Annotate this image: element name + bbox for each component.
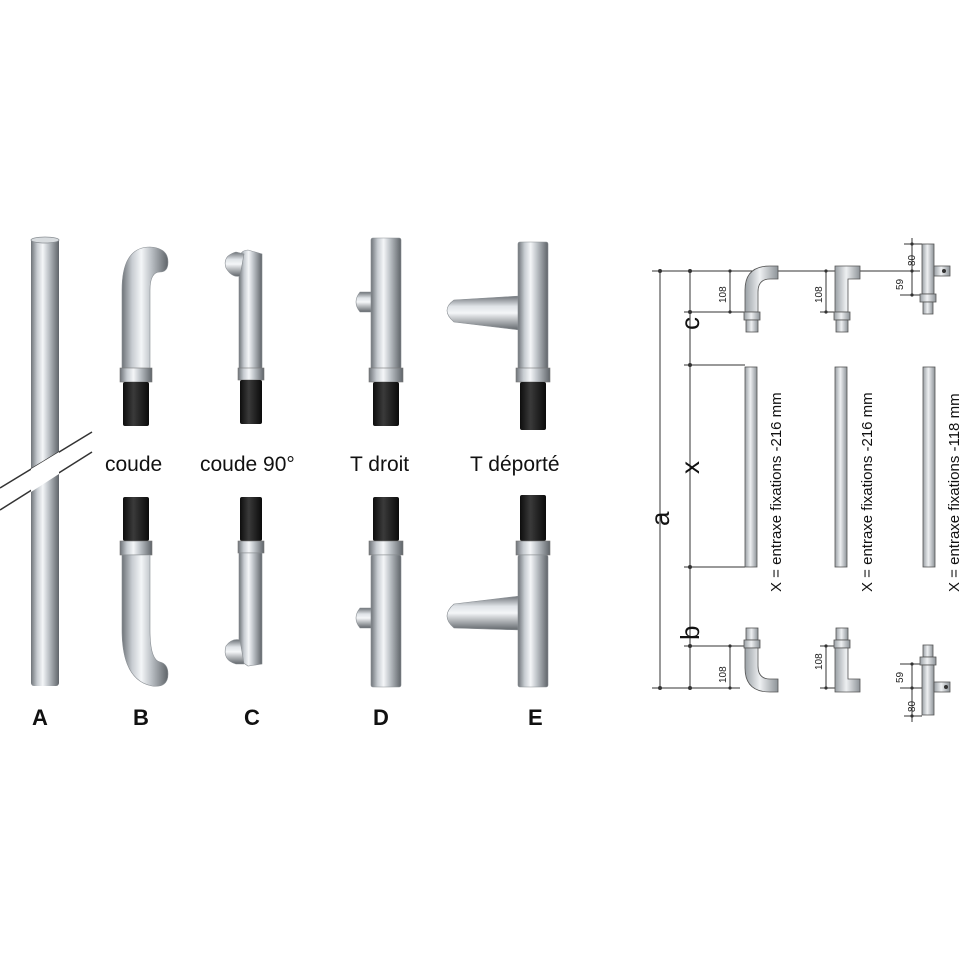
handle-d-bottom xyxy=(355,497,404,688)
formula-b: X = entraxe fixations -216 mm xyxy=(768,392,785,592)
handle-c-top-rubber xyxy=(240,380,262,424)
formula-e: X = entraxe fixations -118 mm xyxy=(946,393,962,592)
handle-b-bottom-bend xyxy=(121,554,169,687)
letter-e: E xyxy=(528,705,543,730)
handle-d-bottom-collar xyxy=(368,540,404,556)
handle-d-bottom-stub xyxy=(355,607,373,629)
schematic-e-dot-bottom xyxy=(944,685,948,689)
handle-d-top-rubber xyxy=(373,382,399,426)
letter-d: D xyxy=(373,705,389,730)
formula-c: X = entraxe fixations -216 mm xyxy=(859,392,876,592)
letter-b: B xyxy=(133,705,149,730)
handle-b-top xyxy=(119,246,169,426)
break-gap xyxy=(31,452,59,492)
handle-c-bottom xyxy=(224,497,265,667)
schematic-e-dot-top xyxy=(942,269,946,273)
handle-c-bottom-rubber xyxy=(240,497,262,541)
dim-b: b xyxy=(675,626,705,640)
handle-d-top xyxy=(355,237,404,426)
dim-59-bottom: 59 xyxy=(895,671,906,683)
handle-e-top xyxy=(446,241,551,430)
handle-c-top-bend xyxy=(238,249,263,371)
handle-d-bottom-bar xyxy=(370,554,402,688)
handle-d-bottom-rubber xyxy=(373,497,399,541)
handle-e-bottom-bar xyxy=(517,554,549,688)
label-c: coude 90° xyxy=(200,453,295,476)
dim-59-top: 59 xyxy=(895,278,906,290)
label-d: T droit xyxy=(350,453,409,476)
dim-108-c-top: 108 xyxy=(814,286,825,303)
dimension-drawing xyxy=(652,238,922,722)
handle-e-top-arm xyxy=(446,295,521,331)
handle-b-top-rubber xyxy=(123,382,149,426)
dimension-ticks xyxy=(658,242,914,718)
handle-e-bottom xyxy=(446,495,551,688)
handle-e-bottom-rubber xyxy=(520,495,546,541)
dim-x: x xyxy=(675,461,705,474)
handle-e-bottom-collar xyxy=(515,540,551,556)
dim-80-bottom: 80 xyxy=(907,700,918,712)
handle-c-top-collar xyxy=(237,367,265,381)
handle-d-top-stub xyxy=(355,291,373,313)
label-e: T déporté xyxy=(470,453,560,476)
handle-e-bottom-arm xyxy=(446,595,521,631)
schematic-b xyxy=(743,265,779,693)
handle-e-top-bar xyxy=(517,241,549,371)
dim-108-c-bottom: 108 xyxy=(814,653,825,670)
handle-d-top-collar xyxy=(368,367,404,383)
dim-108-b-bottom: 108 xyxy=(718,666,729,683)
handle-b-top-bend xyxy=(121,246,169,371)
handle-e-top-rubber xyxy=(520,382,546,430)
handle-c-top xyxy=(224,249,265,424)
schematic-c xyxy=(833,265,861,693)
label-b: coude xyxy=(105,453,162,476)
letter-c: C xyxy=(244,705,260,730)
handle-b-bottom xyxy=(119,497,169,687)
dim-108-b-top: 108 xyxy=(718,286,729,303)
handle-a-cap xyxy=(30,236,60,244)
handle-b-bottom-rubber xyxy=(123,497,149,541)
dim-80-top: 80 xyxy=(907,254,918,266)
handle-c-bottom-stub xyxy=(224,639,245,665)
handle-b-bottom-collar xyxy=(119,540,153,556)
handle-c-bottom-bend xyxy=(238,552,263,667)
dim-c: c xyxy=(675,317,705,330)
handle-d-top-bar xyxy=(370,237,402,371)
letter-a: A xyxy=(32,705,48,730)
handle-b-top-collar xyxy=(119,367,153,383)
schematic-e xyxy=(919,243,951,716)
handle-e-top-collar xyxy=(515,367,551,383)
handle-c-bottom-collar xyxy=(237,540,265,554)
dim-a: a xyxy=(645,511,675,526)
handle-c-top-stub xyxy=(224,251,245,277)
handle-a: A xyxy=(0,236,93,730)
